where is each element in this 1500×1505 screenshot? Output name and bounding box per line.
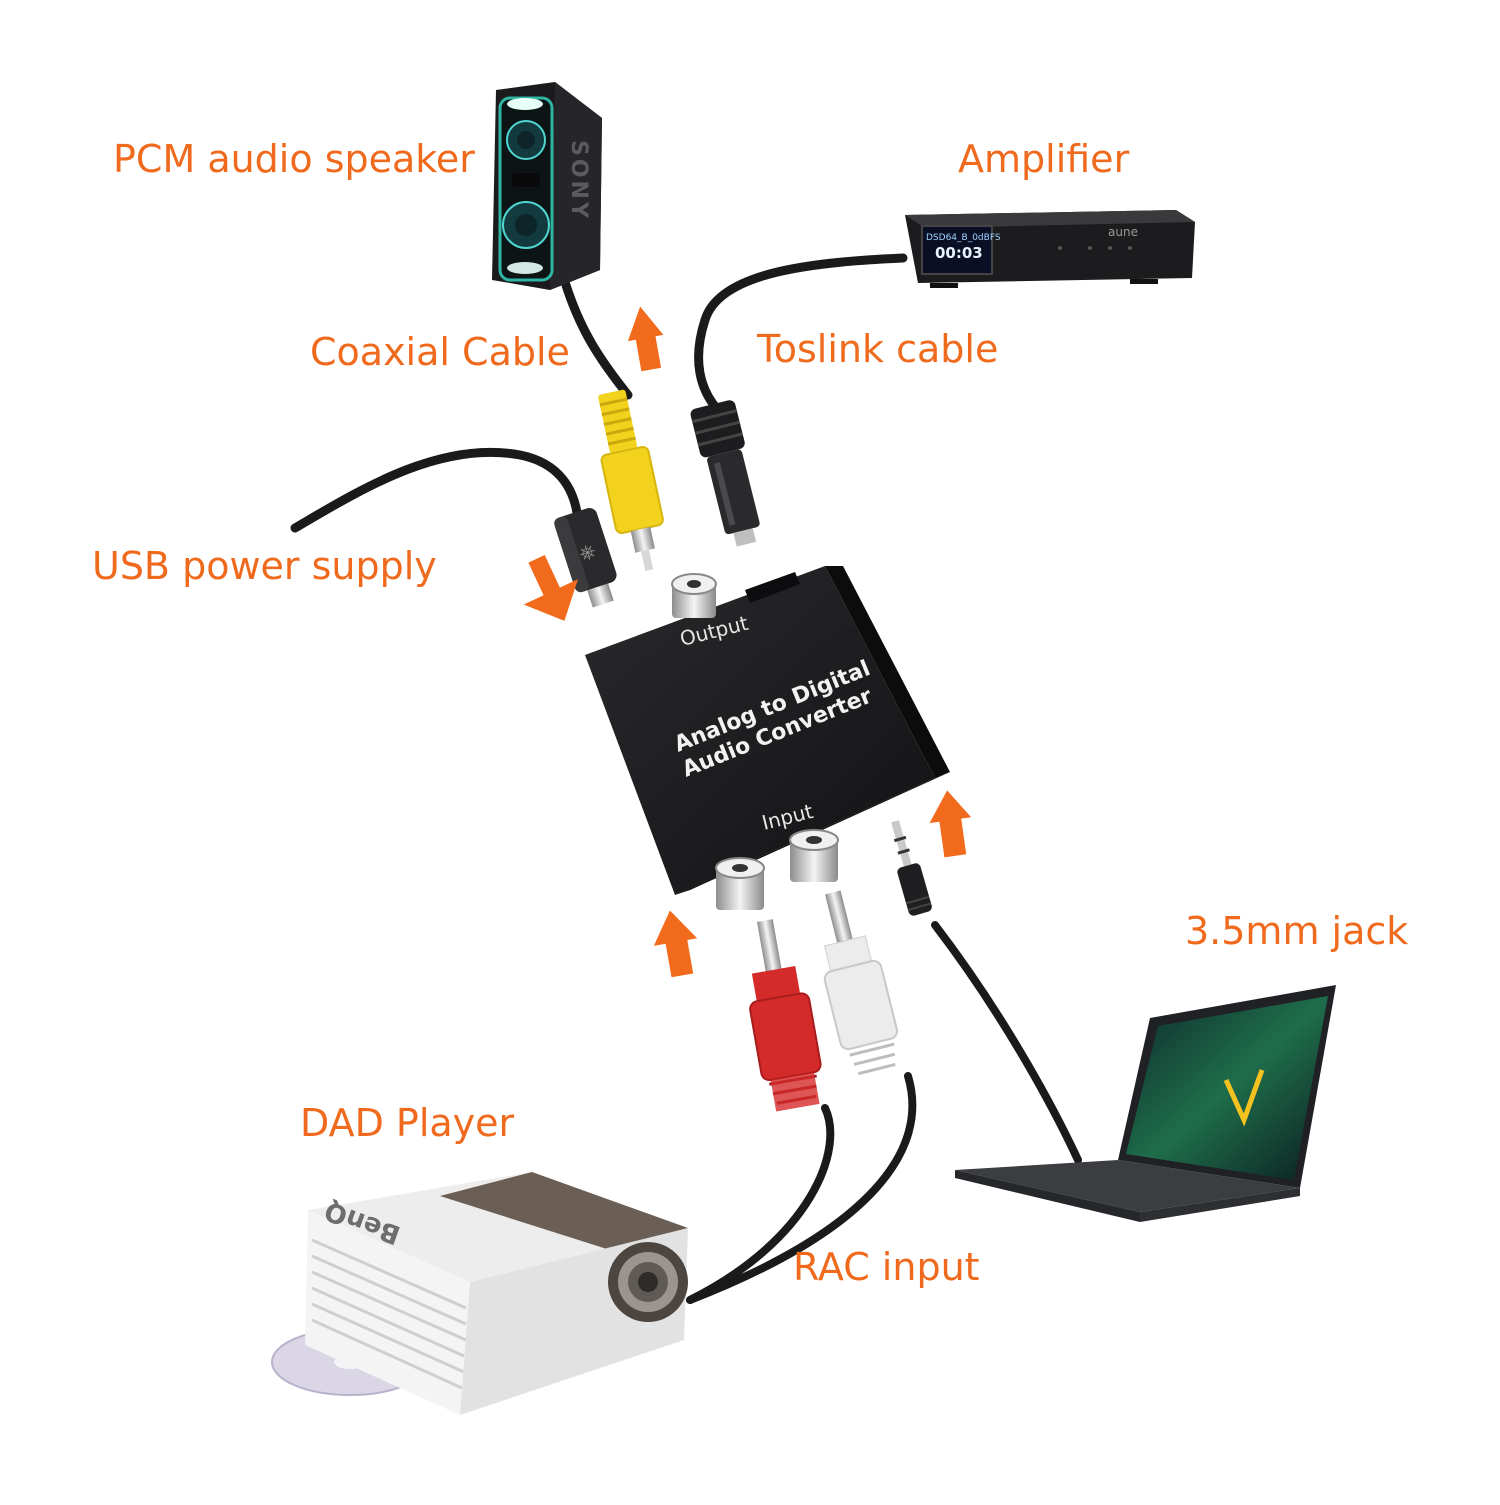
usb-cable-wire xyxy=(290,447,583,533)
usb-symbol-icon: ⎈ xyxy=(576,538,599,566)
toslink-plug xyxy=(690,400,760,547)
coaxial-rca-plug xyxy=(598,389,664,572)
output-coaxial-jack xyxy=(671,573,717,618)
label-usb-power-supply: USB power supply xyxy=(92,544,437,588)
usb-plug: ⎈ xyxy=(554,508,617,608)
speaker-brand: SONY xyxy=(566,140,591,221)
arrow-up-icon xyxy=(627,306,664,372)
input-rca-jack-right xyxy=(789,829,839,882)
coaxial-cable-wire xyxy=(560,277,633,400)
rca-white-plug xyxy=(823,890,898,1076)
label-coaxial-cable: Coaxial Cable xyxy=(310,330,570,374)
rca-red-cable-wire xyxy=(686,1104,835,1304)
arrow-down-icon xyxy=(523,554,579,621)
arrow-up-icon xyxy=(653,910,698,978)
label-toslink-cable: Toslink cable xyxy=(757,327,999,371)
rca-red-plug xyxy=(749,919,822,1112)
rca-white-cable-wire xyxy=(686,1072,917,1304)
amplifier-brand: aune xyxy=(1108,225,1138,239)
label-dad-player: DAD Player xyxy=(300,1101,515,1145)
label-amplifier: Amplifier xyxy=(958,137,1130,181)
label-3-5mm-jack: 3.5mm jack xyxy=(1185,909,1409,953)
toslink-cable-wire xyxy=(694,253,908,415)
jack-cable-wire xyxy=(931,921,1082,1164)
dad-player: BenQ xyxy=(271,1172,688,1415)
amplifier-display-top: DSD64_B_0dBFS xyxy=(926,233,1001,243)
audio-jack-plug xyxy=(891,820,932,916)
label-pcm-speaker: PCM audio speaker xyxy=(113,137,475,181)
amplifier-display-time: 00:03 xyxy=(935,244,983,262)
amplifier-device: DSD64_B_0dBFS 00:03 aune xyxy=(905,210,1195,288)
input-rca-jack-left xyxy=(715,857,765,910)
converter-box: Analog to Digital Audio Converter Output… xyxy=(585,566,950,910)
laptop xyxy=(955,985,1336,1222)
arrows xyxy=(523,306,972,978)
arrow-up-icon xyxy=(929,790,972,858)
label-rac-input: RAC input xyxy=(793,1245,980,1289)
pcm-speaker: SONY xyxy=(492,82,602,290)
cables xyxy=(290,253,1082,1304)
